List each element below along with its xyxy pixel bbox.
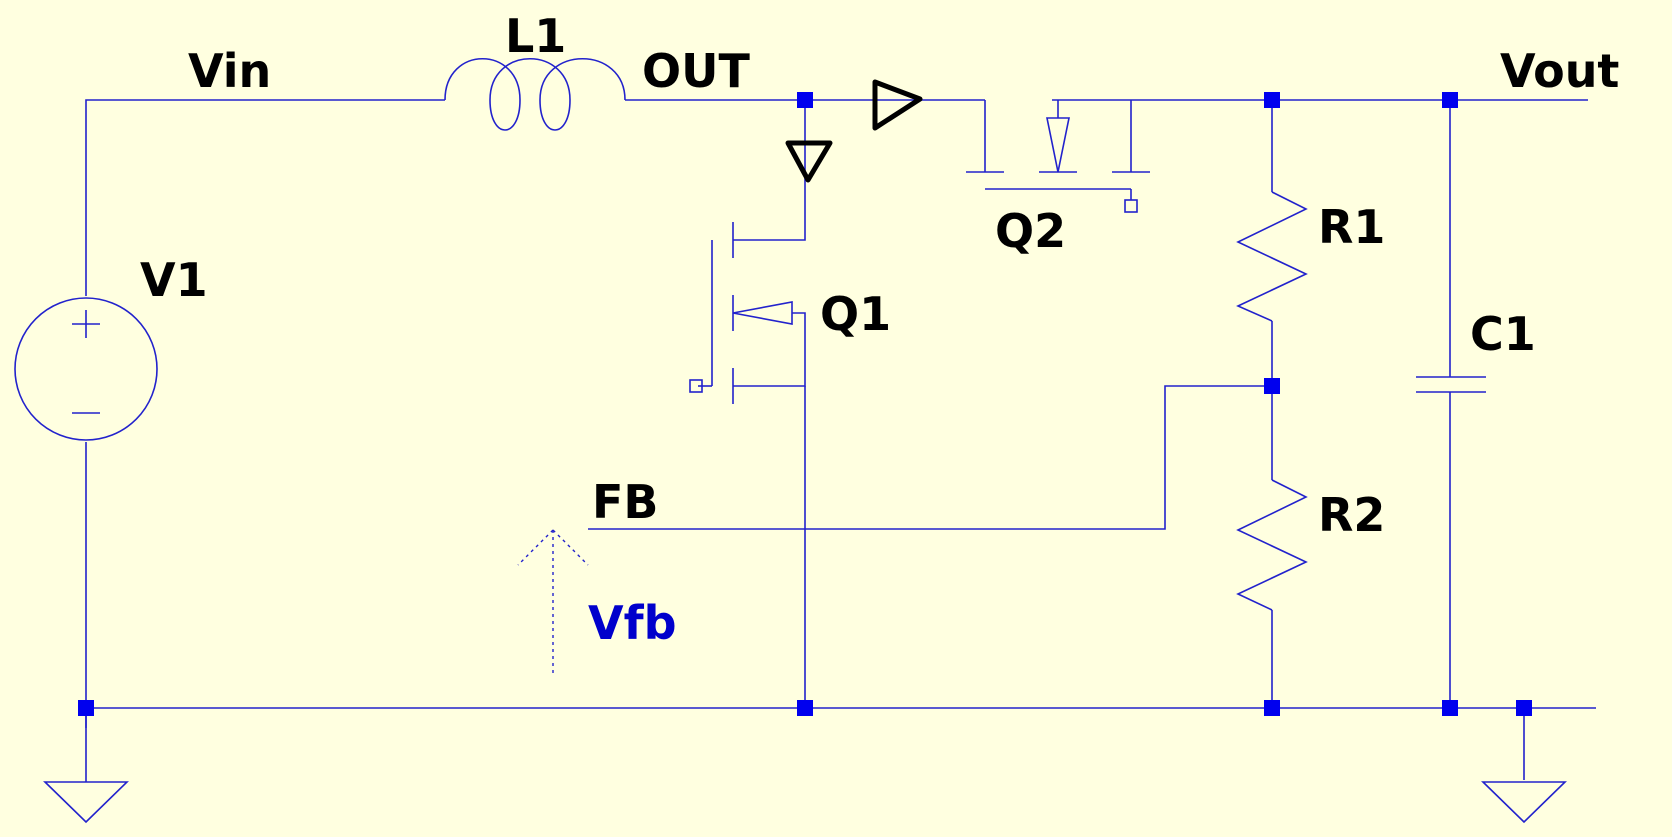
component-label-q2: Q2 [995,204,1066,258]
junction-divider [1264,378,1280,394]
wire-vin-top [85,99,445,296]
resistor-r2 [1236,479,1308,611]
junction-r1-top [1264,92,1280,108]
capacitor-c1 [1416,376,1486,393]
current-arrow-down [785,140,833,183]
resistor-r1 [1236,191,1308,322]
voltage-label-vfb: Vfb [588,596,677,650]
junction-out [797,92,813,108]
pmos-q2 [966,100,1150,213]
wire-q1-source [733,312,806,387]
junction-ground-v1 [78,700,94,716]
component-label-r1: R1 [1318,200,1385,254]
wire-out-to-q1 [733,100,806,241]
component-label-l1: L1 [505,9,566,63]
component-label-v1: V1 [140,253,208,307]
component-label-q1: Q1 [820,287,891,341]
net-label-out: OUT [642,44,750,98]
component-label-c1: C1 [1470,307,1536,361]
net-label-vout: Vout [1500,44,1619,98]
component-label-r2: R2 [1318,488,1385,542]
junctions [78,92,1532,716]
nmos-q1 [689,222,793,404]
net-label-fb: FB [592,475,658,529]
ground-symbol-left [43,708,129,824]
current-arrow-right [872,79,923,131]
junction-c1-top [1442,92,1458,108]
net-label-vin: Vin [188,44,271,98]
wire-feedback [588,385,1272,530]
voltage-source-v1 [14,297,158,441]
junction-ground-r2 [1264,700,1280,716]
ground-symbol-right [1481,781,1567,824]
junction-ground-q1 [797,700,813,716]
junction-ground-right [1516,700,1532,716]
wires [85,99,1596,780]
junction-ground-c1 [1442,700,1458,716]
vfb-voltage-arrow [517,529,589,673]
inductor-l1 [444,57,626,131]
